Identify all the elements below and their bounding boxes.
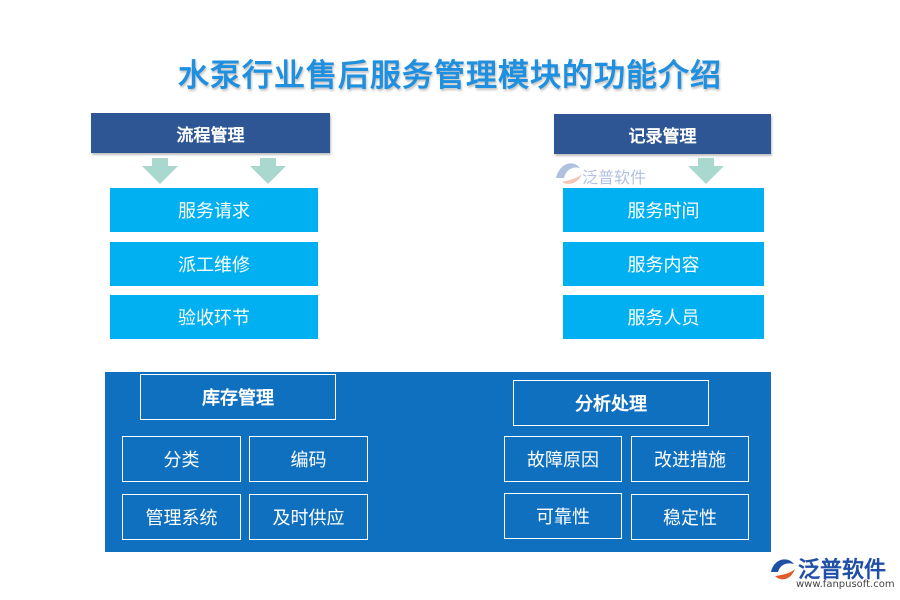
watermark-text: 泛普软件 [582,168,647,187]
inventory-management-header: 库存管理 [140,374,336,420]
analysis-processing-header: 分析处理 [513,380,709,426]
down-arrow-icon [250,158,286,184]
down-arrow-icon [142,158,178,184]
brand-logo: 泛普软件 www.fanpusoft.com [768,550,896,596]
record-item-service-content: 服务内容 [563,242,764,286]
inventory-item-category: 分类 [122,436,241,482]
brand-logo-url: www.fanpusoft.com [796,579,895,590]
fanpu-logo-icon [771,559,795,580]
flow-management-header: 流程管理 [91,113,330,153]
inventory-item-management-system: 管理系统 [122,494,241,540]
flow-item-acceptance: 验收环节 [110,295,318,339]
analysis-item-fault-cause: 故障原因 [504,436,622,482]
analysis-item-improvement: 改进措施 [631,436,749,482]
analysis-item-reliability: 可靠性 [504,493,622,539]
inventory-item-timely-supply: 及时供应 [249,494,368,540]
down-arrow-icon [688,158,724,184]
page-title: 水泵行业售后服务管理模块的功能介绍 [178,58,722,94]
flow-item-dispatch-repair: 派工维修 [110,242,318,286]
inventory-item-coding: 编码 [249,436,368,482]
record-management-header: 记录管理 [554,114,771,154]
fanpu-logo-icon [556,163,582,184]
brand-logo-text: 泛普软件 [798,558,887,583]
record-item-service-staff: 服务人员 [563,295,764,339]
watermark-logo: 泛普软件 [552,156,652,190]
analysis-item-stability: 稳定性 [631,494,749,540]
record-item-service-time: 服务时间 [563,188,764,232]
bottom-panel: 库存管理 分类 编码 管理系统 及时供应 分析处理 故障原因 改进措施 可靠性 … [105,372,771,552]
flow-item-service-request: 服务请求 [110,188,318,232]
